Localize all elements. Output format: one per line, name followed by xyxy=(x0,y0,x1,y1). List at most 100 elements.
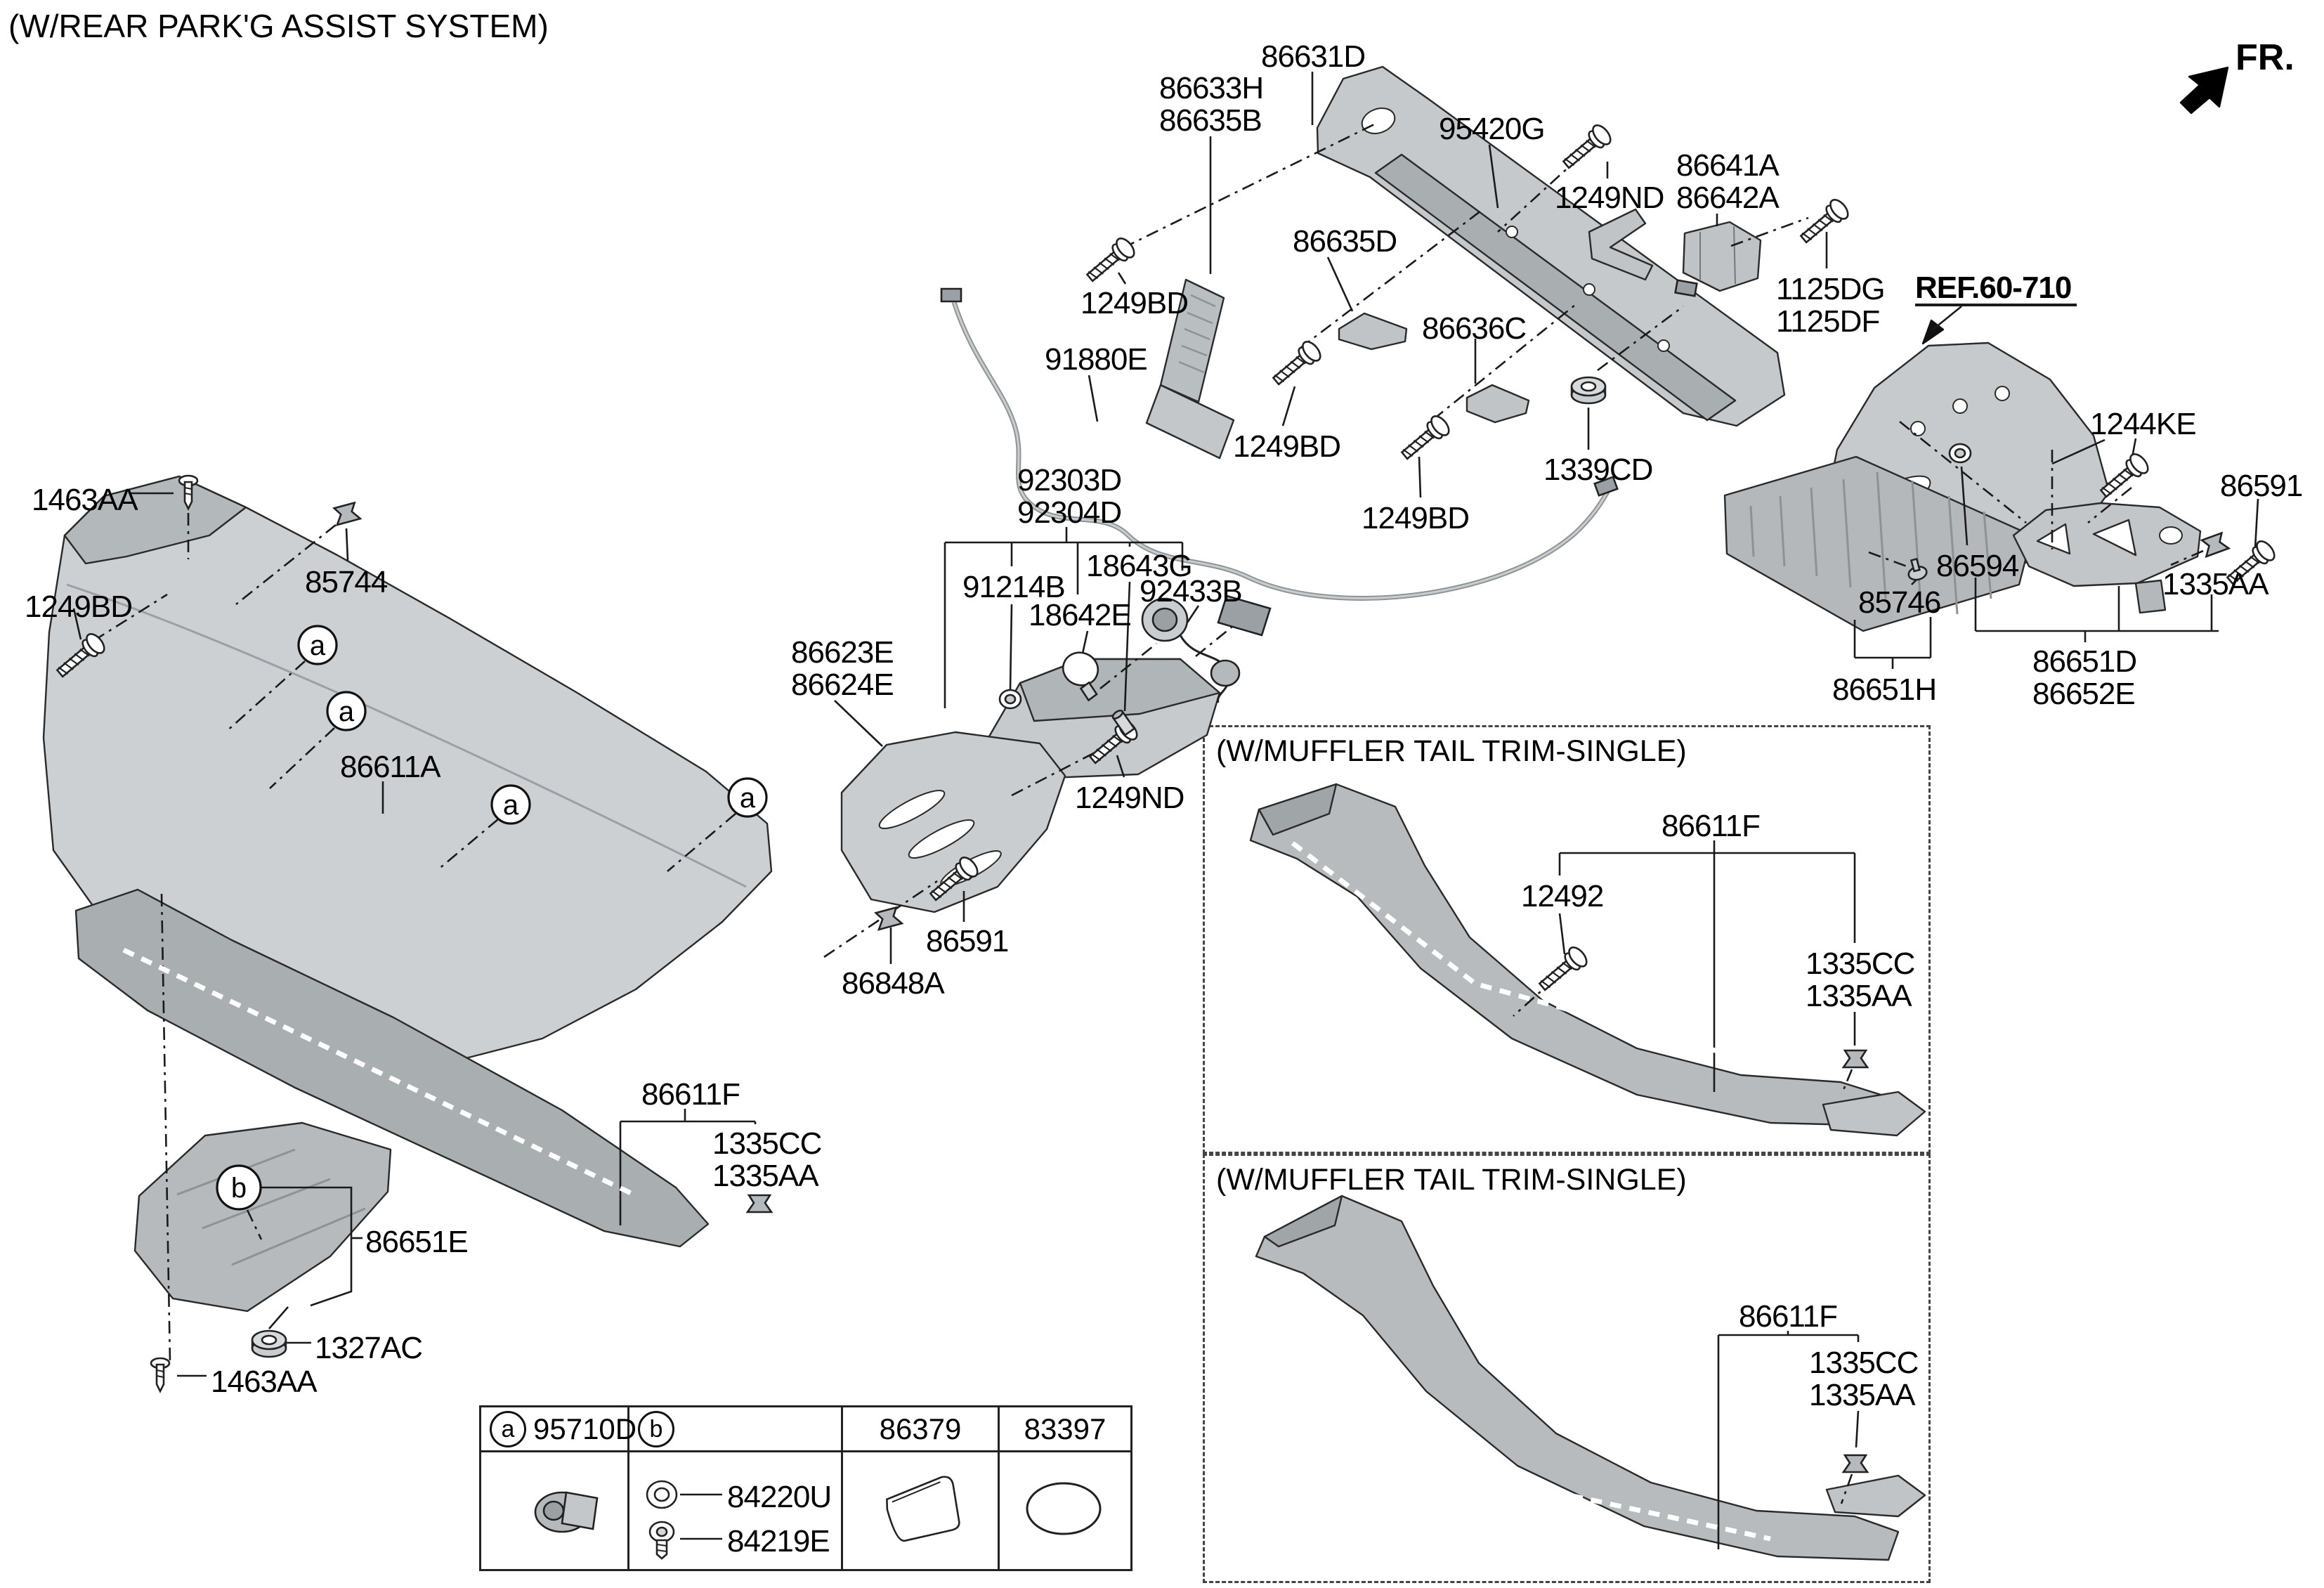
lamp-front-86624 xyxy=(840,731,1066,913)
screwA-icon xyxy=(1400,415,1450,460)
assembly-dash-line xyxy=(1099,642,1157,690)
assembly-dash-line xyxy=(2170,549,2204,566)
side-bracket-86651d xyxy=(2012,502,2202,587)
screwA-icon xyxy=(929,868,965,902)
leader-line xyxy=(345,528,349,561)
clip-icon xyxy=(874,906,904,931)
lamp-louver xyxy=(908,819,975,859)
bumper-cover-86611a xyxy=(42,475,773,1066)
screwA-icon xyxy=(1088,252,1120,280)
svg-text:a: a xyxy=(503,790,519,821)
nut-icon xyxy=(261,1334,278,1346)
bumper-swage-line xyxy=(66,583,747,888)
screwA-icon xyxy=(1090,734,1123,762)
assembly-dash-line xyxy=(1868,551,1907,568)
table-cell-sensor xyxy=(479,1450,629,1571)
screwA-icon xyxy=(1088,731,1125,764)
screwA-icon xyxy=(1588,130,1605,149)
leader-line xyxy=(1326,256,1354,312)
callout-a: a xyxy=(297,625,338,665)
nut-icon xyxy=(251,1329,287,1358)
connector-icon xyxy=(1674,279,1698,297)
screwA-icon xyxy=(1562,124,1612,169)
svg-text:a: a xyxy=(740,783,756,814)
bulb-icon xyxy=(1062,651,1099,686)
svg-text:a: a xyxy=(339,696,355,727)
part-label: 1463AA xyxy=(32,483,138,517)
leader-line xyxy=(1281,386,1296,427)
part-label: 85746 xyxy=(1858,585,1940,620)
lamp-rear-86623 xyxy=(988,658,1221,780)
side-bracket-cut xyxy=(2092,519,2137,557)
callout-a-icon: a xyxy=(490,1410,526,1447)
assembly-dash-line xyxy=(1432,301,1579,421)
ref-panel-slot xyxy=(1869,475,1931,513)
part-label: 86594 xyxy=(1936,549,2019,583)
grommet-icon xyxy=(1948,443,1972,464)
screwA-icon xyxy=(58,648,90,675)
table-cell-cover xyxy=(998,1450,1132,1571)
part-label: 1335CC xyxy=(712,1126,822,1161)
table-cell-fasteners xyxy=(627,1450,843,1571)
bumper-flange xyxy=(63,475,247,565)
screwA-icon xyxy=(1799,199,1849,244)
side-stay-foot xyxy=(1145,384,1235,460)
assembly-dash-line xyxy=(1899,420,2027,524)
part-label: 18643G xyxy=(1086,549,1192,583)
screwA-icon xyxy=(1426,421,1443,440)
part-label: 91214B xyxy=(962,570,1065,604)
clip-icon xyxy=(2200,531,2231,559)
screwA-icon xyxy=(2129,453,2149,474)
side-stay-hatch xyxy=(1178,294,1216,374)
callout-b-icon: b xyxy=(638,1410,674,1447)
ref-panel-facet xyxy=(1820,468,1888,578)
leader-line xyxy=(1488,144,1499,209)
part-label: 1249BD xyxy=(1362,501,1469,535)
clip-icon xyxy=(745,1194,773,1213)
screwA-icon xyxy=(2101,468,2134,495)
screwA-icon xyxy=(81,639,98,658)
part-label: 92303D xyxy=(1017,463,1121,497)
side-bracket-cut xyxy=(2036,523,2071,555)
part-label: 86848A xyxy=(842,966,945,1001)
pin-icon xyxy=(1907,566,1928,581)
clip-icon xyxy=(745,1194,773,1213)
back-beam-hole xyxy=(1583,283,1595,296)
muffler-box-1-title: (W/MUFFLER TAIL TRIM-SINGLE) xyxy=(1216,734,1687,768)
screwV-icon xyxy=(155,1363,165,1393)
socket-icon xyxy=(1151,607,1178,632)
part-label: 86651H xyxy=(1832,672,1936,707)
assembly-dash-line xyxy=(269,727,335,789)
bulbSmall-icon xyxy=(1112,711,1136,736)
part-label: 1125DF xyxy=(1776,304,1879,339)
shield-86651h-ribs xyxy=(1749,471,1992,615)
screwA-icon xyxy=(1592,124,1612,145)
grommet-icon xyxy=(1954,448,1966,459)
clip-icon xyxy=(332,501,363,526)
assembly-dash-line xyxy=(246,1209,263,1240)
leader-line xyxy=(1418,456,1422,498)
part-label: 1244KE xyxy=(2090,407,2196,441)
bracket-86641-lines xyxy=(1699,226,1736,285)
nut-icon xyxy=(1570,376,1607,405)
bracket-86636c xyxy=(1465,384,1530,424)
grommet-icon xyxy=(1948,443,1972,464)
assembly-dash-line xyxy=(93,593,168,642)
part-label: 86624E xyxy=(791,668,894,702)
assembly-dash-line xyxy=(1497,157,1580,233)
assembly-dash-line xyxy=(823,880,938,958)
screwV-icon xyxy=(178,474,199,487)
bulb-icon xyxy=(1079,681,1098,702)
lower-trim-86611f xyxy=(74,888,710,1248)
socket-icon xyxy=(1141,594,1272,703)
part-label: 86611A xyxy=(340,750,441,784)
part-label: REF.60-710 xyxy=(1915,271,2071,305)
leader-line xyxy=(72,608,82,640)
leader-line xyxy=(834,700,883,747)
assembly-dash-line xyxy=(2087,486,2132,524)
bracket-86641 xyxy=(1682,221,1762,292)
socket-icon xyxy=(1210,659,1241,687)
screwA-icon xyxy=(1400,427,1437,460)
leader-line xyxy=(2254,498,2259,549)
nut-icon xyxy=(1570,386,1607,395)
